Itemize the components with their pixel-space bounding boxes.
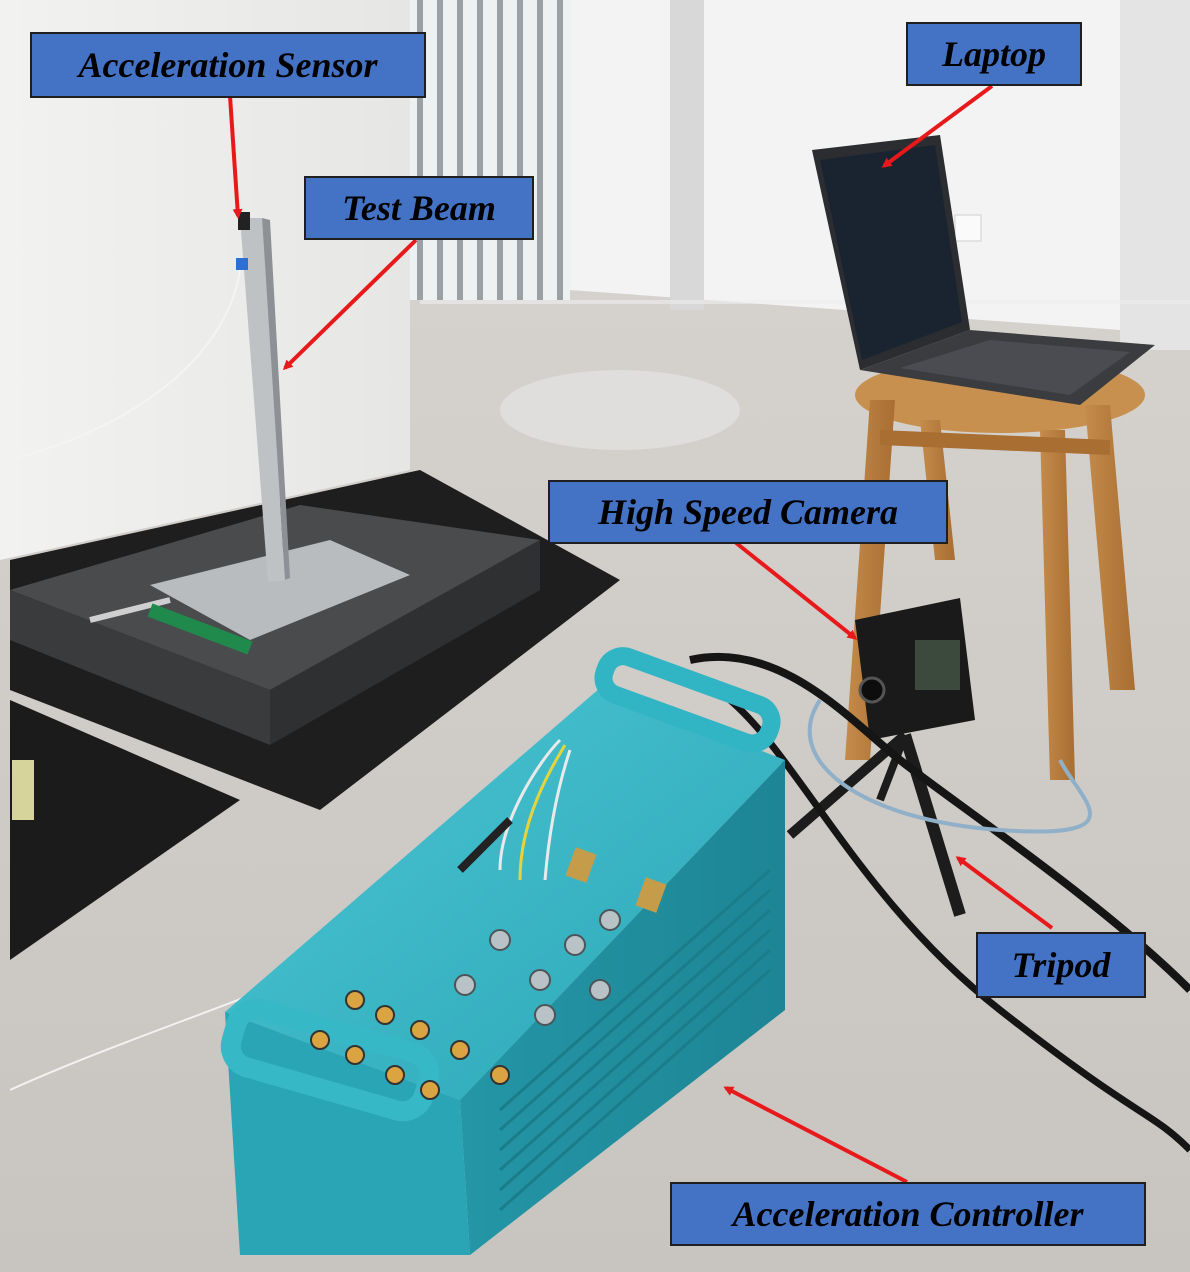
label-high-speed-camera: High Speed Camera: [548, 480, 948, 544]
arrow-acceleration-controller: [723, 1086, 908, 1184]
label-laptop: Laptop: [906, 22, 1082, 86]
label-test-beam: Test Beam: [304, 176, 534, 240]
arrow-laptop: [881, 84, 994, 168]
arrow-test-beam: [282, 238, 418, 371]
label-acceleration-controller: Acceleration Controller: [670, 1182, 1146, 1246]
arrow-high-speed-camera: [733, 540, 858, 640]
arrow-acceleration-sensor: [228, 95, 243, 219]
arrow-tripod: [955, 856, 1054, 930]
label-acceleration-sensor: Acceleration Sensor: [30, 32, 426, 98]
label-tripod: Tripod: [976, 932, 1146, 998]
